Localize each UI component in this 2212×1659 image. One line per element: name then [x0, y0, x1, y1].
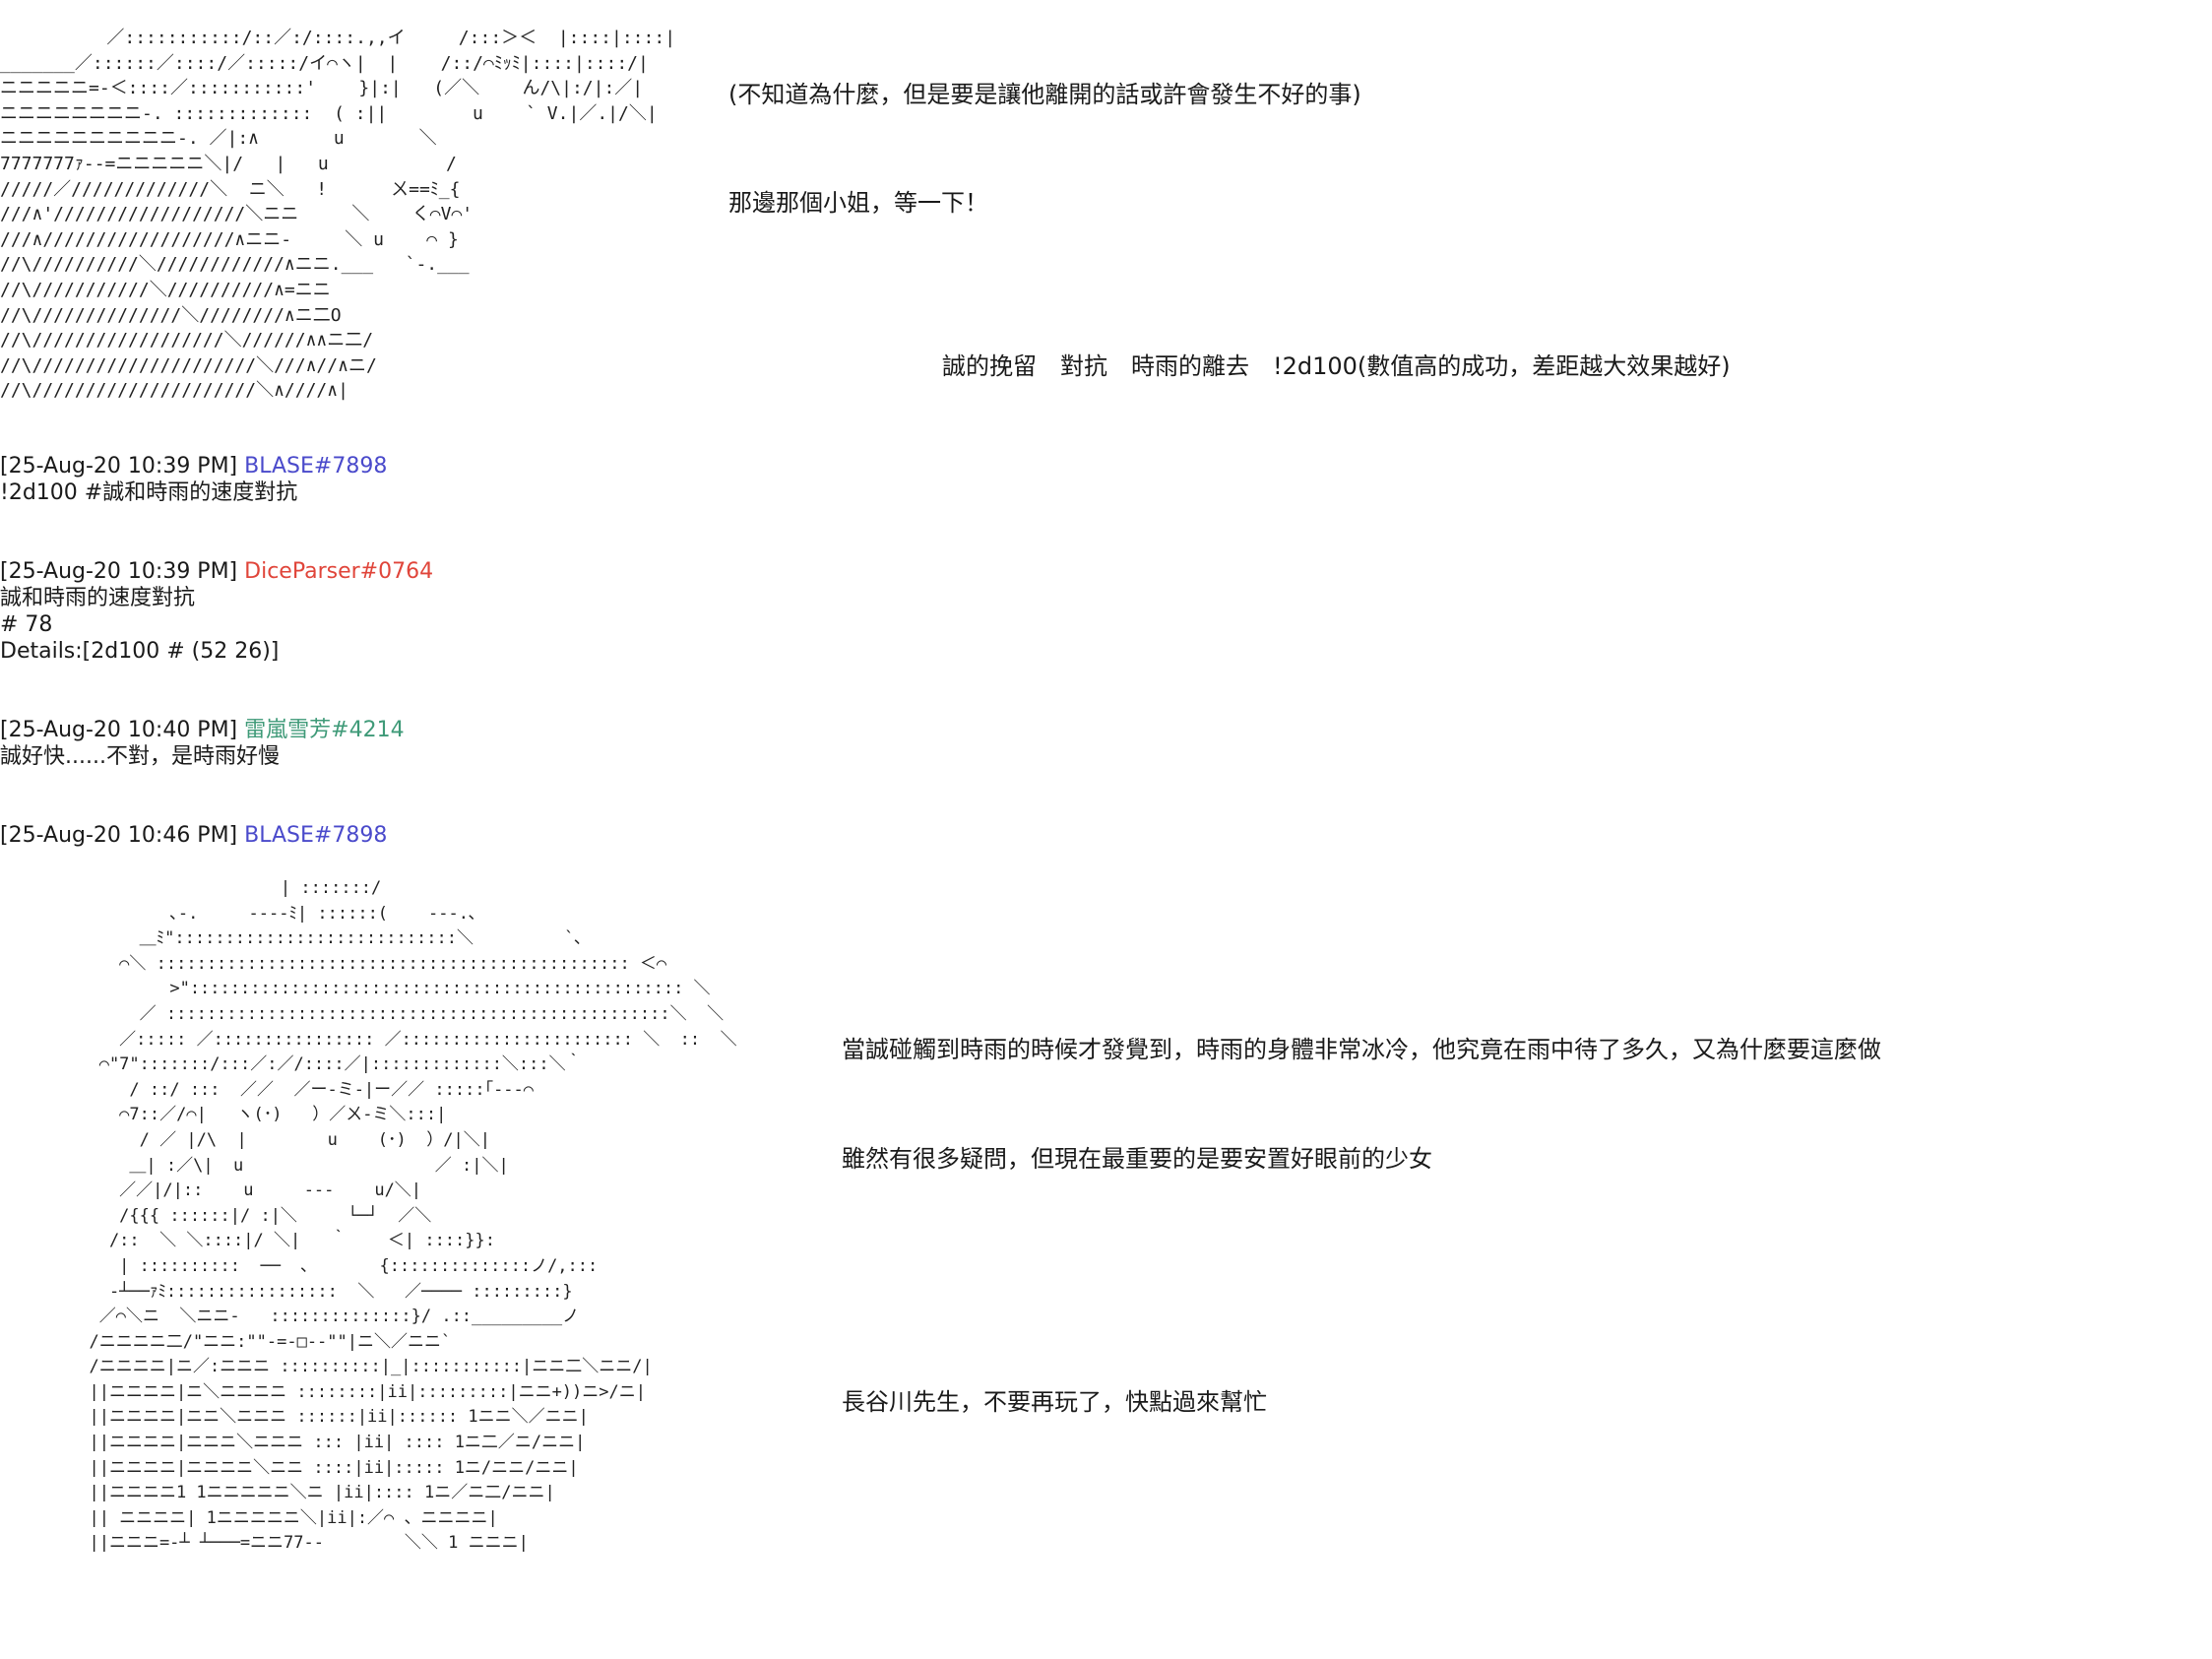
narration-line-3: 誠的挽留 對抗 時雨的離去 !2d100(數值高的成功，差距越大效果越好) — [942, 352, 1731, 380]
narration-line-4: 當誠碰觸到時雨的時候才發覺到，時雨的身體非常冰冷，他究竟在雨中待了多久，又為什麼… — [842, 1036, 1881, 1063]
narration-line-1: (不知道為什麼，但是要是讓他離開的話或許會發生不好的事) — [728, 81, 1361, 108]
message-username[interactable]: BLASE#7898 — [244, 823, 388, 848]
message-text: !2d100 #誠和時雨的速度對抗 — [0, 480, 298, 505]
message-username[interactable]: DiceParser#0764 — [244, 559, 434, 584]
chat-message: [25-Aug-20 10:40 PM] 雷嵐雪芳#4214 誠好快......… — [0, 717, 405, 770]
message-timestamp: [25-Aug-20 10:39 PM] — [0, 559, 238, 584]
message-timestamp: [25-Aug-20 10:46 PM] — [0, 823, 238, 848]
message-username[interactable]: 雷嵐雪芳#4214 — [244, 718, 405, 742]
chat-message: [25-Aug-20 10:39 PM] DiceParser#0764 誠和時… — [0, 558, 433, 665]
ascii-art-bottom: | :::::::/ ､-. -‐‐-ﾐ| ::::::( ‐‐‐.､ ＿ﾐ":… — [89, 878, 737, 1554]
narration-line-6: 長谷川先生，不要再玩了，快點過來幫忙 — [842, 1388, 1267, 1416]
chat-message: [25-Aug-20 10:46 PM] BLASE#7898 — [0, 822, 387, 849]
message-header: [25-Aug-20 10:39 PM] BLASE#7898 — [0, 453, 387, 479]
message-timestamp: [25-Aug-20 10:40 PM] — [0, 718, 238, 742]
message-text: # 78 — [0, 612, 53, 637]
message-header: [25-Aug-20 10:40 PM] 雷嵐雪芳#4214 — [0, 717, 405, 743]
chat-message: [25-Aug-20 10:39 PM] BLASE#7898 !2d100 #… — [0, 453, 387, 506]
message-text: Details:[2d100 # (52 26)] — [0, 639, 280, 664]
message-username[interactable]: BLASE#7898 — [244, 454, 388, 479]
narration-line-2: 那邊那個小姐，等一下！ — [728, 189, 988, 217]
narration-line-5: 雖然有很多疑問，但現在最重要的是要安置好眼前的少女 — [842, 1145, 1432, 1173]
message-header: [25-Aug-20 10:46 PM] BLASE#7898 — [0, 822, 387, 849]
message-text: 誠好快......不對，是時雨好慢 — [0, 744, 280, 769]
message-header: [25-Aug-20 10:39 PM] DiceParser#0764 — [0, 558, 433, 585]
ascii-art-top: ／:::::::::::/::／:/::::.,,イ /:::＞＜ |::::|… — [0, 28, 676, 402]
message-text: 誠和時雨的速度對抗 — [0, 586, 196, 610]
message-timestamp: [25-Aug-20 10:39 PM] — [0, 454, 238, 479]
